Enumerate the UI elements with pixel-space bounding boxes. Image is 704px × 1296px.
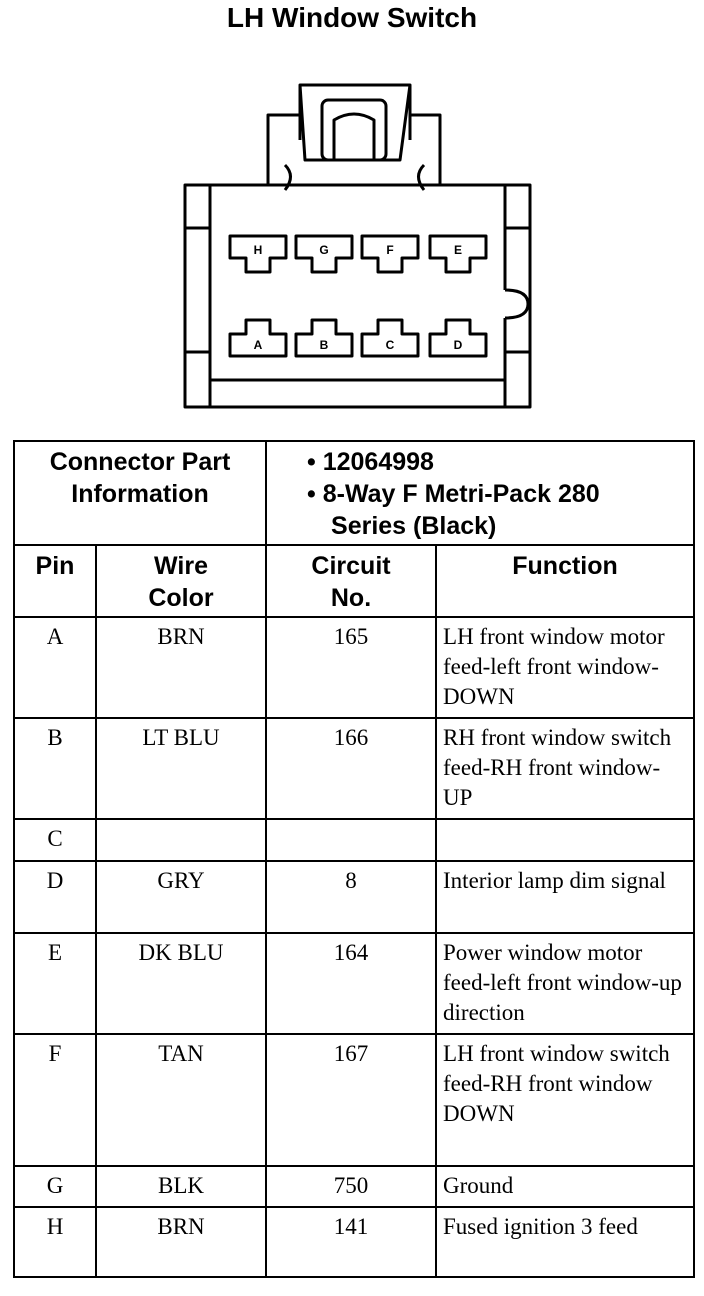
function-cell: LH front window switch feed-RH front win… — [435, 1033, 696, 1167]
circuit-cell: 164 — [265, 932, 438, 1035]
cavity-label-f: F — [386, 243, 393, 257]
pin-cell: F — [13, 1033, 97, 1167]
connector-body — [183, 183, 532, 409]
function-cell: LH front window motor feed-left front wi… — [435, 616, 696, 719]
circuit-cell: 750 — [265, 1165, 438, 1208]
circuit-cell: 166 — [265, 717, 438, 820]
cavity-label-d: D — [454, 338, 463, 352]
cavity-h — [228, 234, 288, 274]
connector-face-diagram: H G F E A B C D — [183, 83, 532, 409]
function-cell — [435, 818, 696, 862]
circuit-cell: 167 — [265, 1033, 438, 1167]
table-row: C — [13, 818, 696, 862]
cavity-label-c: C — [386, 338, 395, 352]
cavity-g — [294, 234, 354, 274]
circuit-cell — [265, 818, 438, 862]
part-number: • 12064998 — [307, 448, 434, 476]
table-row: A BRN 165 LH front window motor feed-lef… — [13, 616, 696, 719]
page-title: LH Window Switch — [226, 2, 478, 33]
wire-color-cell: GRY — [94, 860, 268, 934]
cavity-f — [360, 234, 420, 274]
pin-cell: D — [13, 860, 97, 934]
cavity-b — [294, 318, 354, 358]
cavity-label-h: H — [254, 243, 263, 257]
column-header-function: Function — [435, 544, 696, 618]
cavity-a — [228, 318, 288, 358]
table-row: D GRY 8 Interior lamp dim signal — [13, 860, 696, 934]
circuit-cell: 165 — [265, 616, 438, 719]
wire-color-cell: BLK — [94, 1165, 268, 1208]
circuit-cell: 8 — [265, 860, 438, 934]
connector-info-label: Connector Part Information — [12, 440, 268, 546]
connector-cavities: H G F E A B C D — [228, 234, 488, 358]
cavity-label-g: G — [319, 243, 328, 257]
cavity-e — [428, 234, 488, 274]
table-row: G BLK 750 Ground — [13, 1165, 696, 1208]
connector-series: Series (Black) — [331, 512, 497, 540]
cavity-c — [360, 318, 420, 358]
column-header-pin: Pin — [13, 544, 97, 618]
function-cell: Interior lamp dim signal — [435, 860, 696, 934]
column-header-row: Pin Wire Color Circuit No. Function — [13, 544, 696, 618]
function-cell: Fused ignition 3 feed — [435, 1206, 696, 1278]
pin-cell: E — [13, 932, 97, 1035]
connector-info-row: Connector Part Information • 12064998 • … — [12, 440, 696, 546]
function-cell: RH front window switch feed-RH front win… — [435, 717, 696, 820]
wire-color-cell: BRN — [94, 1206, 268, 1278]
wire-color-cell: DK BLU — [94, 932, 268, 1035]
pin-cell: C — [13, 818, 97, 862]
wire-color-cell — [94, 818, 268, 862]
connector-description: • 8-Way F Metri-Pack 280 — [307, 480, 600, 508]
column-header-wire-color: Wire Color — [94, 544, 268, 618]
pinout-table: Connector Part Information • 12064998 • … — [12, 440, 696, 1278]
wire-color-cell: TAN — [94, 1033, 268, 1167]
function-cell: Ground — [435, 1165, 696, 1208]
table-row: F TAN 167 LH front window switch feed-RH… — [13, 1033, 696, 1167]
pin-cell: A — [13, 616, 97, 719]
table-row: E DK BLU 164 Power window motor feed-lef… — [13, 932, 696, 1035]
column-header-circuit: Circuit No. — [265, 544, 438, 618]
cavity-label-a: A — [254, 338, 263, 352]
function-cell: Power window motor feed-left front windo… — [435, 932, 696, 1035]
wire-color-cell: BRN — [94, 616, 268, 719]
pin-cell: G — [13, 1165, 97, 1208]
cavity-label-b: B — [320, 338, 329, 352]
connector-latch — [266, 83, 442, 191]
connector-info-values: • 12064998 • 8-Way F Metri-Pack 280 Seri… — [265, 440, 696, 546]
wire-color-cell: LT BLU — [94, 717, 268, 820]
pin-cell: B — [13, 717, 97, 820]
cavity-d — [428, 318, 488, 358]
pin-cell: H — [13, 1206, 97, 1278]
circuit-cell: 141 — [265, 1206, 438, 1278]
table-row: B LT BLU 166 RH front window switch feed… — [13, 717, 696, 820]
table-row: H BRN 141 Fused ignition 3 feed — [13, 1206, 696, 1278]
cavity-label-e: E — [454, 243, 462, 257]
